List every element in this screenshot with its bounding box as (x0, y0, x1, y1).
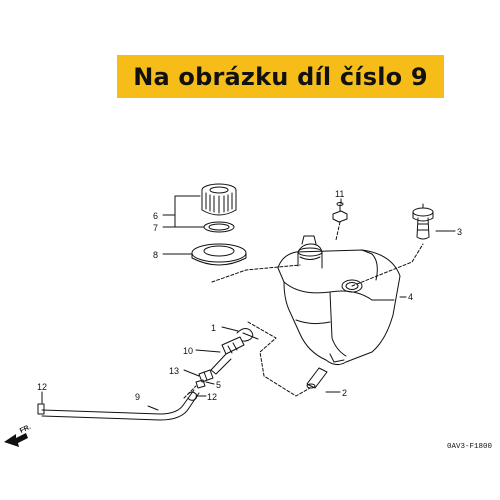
filler-ring-drawing (191, 243, 247, 266)
label-3: 3 (457, 227, 462, 237)
banner-text: Na obrázku díl číslo 9 (133, 62, 428, 91)
fuel-cap-drawing (201, 183, 237, 216)
label-9: 9 (135, 392, 140, 402)
front-direction-arrow-icon: FR. (4, 424, 32, 447)
label-6: 6 (153, 211, 158, 221)
label-5: 5 (216, 380, 221, 390)
fuel-hose-drawing (41, 389, 200, 421)
label-12-upper: 12 (207, 392, 217, 402)
leader-lines (41, 195, 456, 411)
front-direction-label: FR. (19, 424, 32, 435)
bolt-drawing (332, 202, 348, 223)
label-13: 13 (169, 366, 179, 376)
diagram-code: 0AV3-F1800 (447, 443, 493, 451)
fuel-filter-drawing (210, 336, 245, 375)
label-12-left: 12 (37, 382, 47, 392)
label-4: 4 (408, 292, 413, 302)
label-7: 7 (153, 223, 158, 233)
connector-drawing (195, 369, 214, 389)
label-11: 11 (335, 189, 344, 199)
label-8: 8 (153, 250, 158, 260)
assembly-lines (183, 221, 424, 399)
label-2: 2 (342, 388, 347, 398)
clip-drawing (236, 328, 259, 342)
gasket-drawing (203, 221, 235, 233)
label-10: 10 (183, 346, 193, 356)
label-1: 1 (211, 323, 216, 333)
fuel-tank-drawing (277, 235, 401, 366)
highlight-banner: Na obrázku díl číslo 9 (117, 55, 444, 98)
tank-joint-drawing (306, 367, 328, 389)
fuel-gauge-unit-drawing (412, 203, 434, 240)
